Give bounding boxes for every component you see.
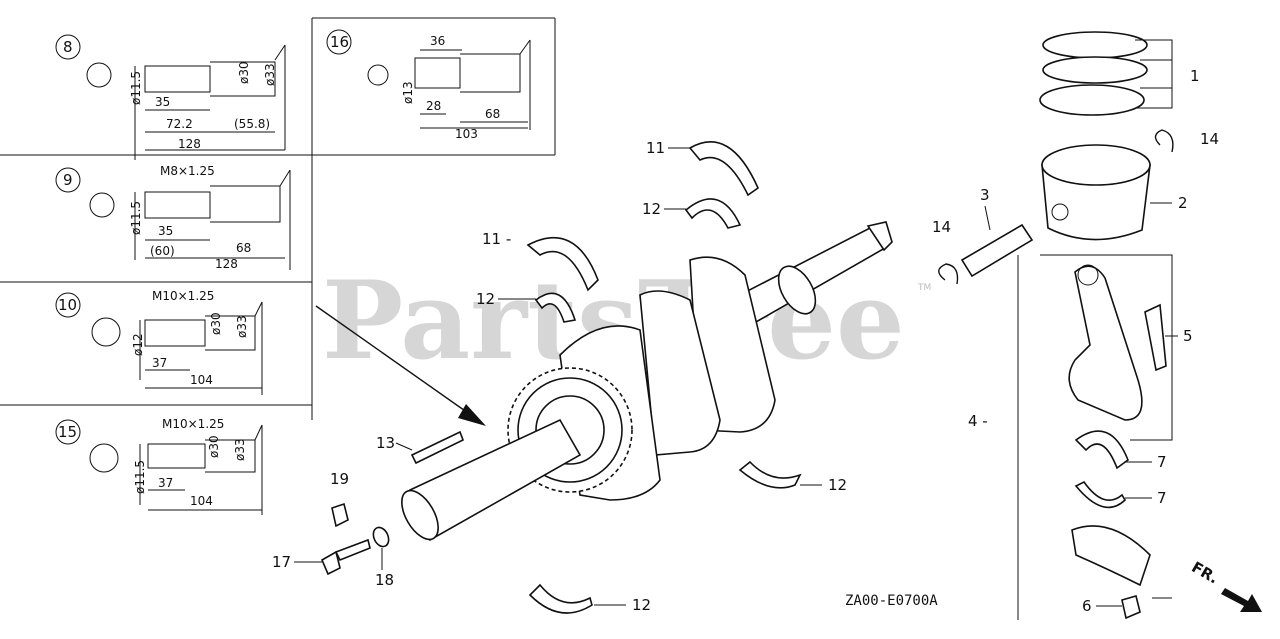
svg-text:104: 104	[190, 373, 213, 387]
svg-text:M10×1.25: M10×1.25	[152, 289, 214, 303]
front-label: FR.	[1189, 558, 1222, 587]
nut	[331, 502, 349, 528]
callout-14b: 14	[932, 218, 951, 236]
callout-12c: 12	[828, 476, 847, 494]
variant-16: 16 36 ø13 28 68 103	[326, 29, 531, 141]
svg-text:72.2: 72.2	[166, 117, 193, 131]
main-bearings	[526, 141, 802, 614]
variant-8-badge	[55, 34, 81, 60]
variant-16-number: 16	[330, 33, 349, 51]
svg-text:104: 104	[190, 494, 213, 508]
variant-9: 9 M8×1.25 ø11.5 35 (60) 128 68	[55, 164, 291, 271]
diagram-code: ZA00-E0700A	[845, 593, 938, 609]
washer	[372, 526, 390, 548]
svg-text:(60): (60)	[150, 244, 175, 258]
svg-text:128: 128	[178, 137, 201, 151]
piston-rings	[1039, 31, 1148, 116]
svg-text:ø33: ø33	[263, 63, 277, 86]
connecting-rod	[1068, 264, 1151, 587]
svg-text:128: 128	[215, 257, 238, 271]
svg-text:ø33: ø33	[235, 315, 249, 338]
variant-8: 8 ø11.5 35 72.2 128 (55.8) ø30 ø33	[55, 34, 286, 160]
svg-text:ø11.5: ø11.5	[129, 71, 143, 105]
variant-8-number: 8	[63, 38, 73, 56]
svg-text:ø13: ø13	[401, 81, 415, 104]
rod-nut	[1121, 595, 1141, 620]
callout-12b: 12	[476, 290, 495, 308]
variant-15-number: 15	[58, 423, 77, 441]
variant-9-badge	[55, 167, 81, 193]
svg-text:ø30: ø30	[207, 435, 221, 458]
watermark-tm: TM	[917, 283, 931, 293]
pin-clip-left	[938, 263, 959, 285]
callout-7b: 7	[1157, 489, 1167, 507]
svg-text:68: 68	[236, 241, 251, 255]
svg-text:ø11.5: ø11.5	[133, 460, 147, 494]
variant-10-badge	[55, 292, 81, 318]
svg-text:ø33: ø33	[233, 438, 247, 461]
callout-11a: 11	[646, 139, 665, 157]
callouts: 1 2 3 4 - 5 6 7 7 11 11 - 12 12 12 12 13…	[272, 67, 1219, 615]
variant-9-number: 9	[63, 171, 73, 189]
callout-19: 19	[330, 470, 349, 488]
svg-text:ø12: ø12	[131, 333, 145, 356]
variant-frame	[0, 17, 556, 420]
piston	[1041, 144, 1151, 241]
svg-text:36: 36	[430, 34, 445, 48]
callout-6: 6	[1082, 597, 1092, 615]
svg-text:M8×1.25: M8×1.25	[160, 164, 215, 178]
svg-text:ø11.5: ø11.5	[129, 201, 143, 235]
callout-14a: 14	[1200, 130, 1219, 148]
svg-text:103: 103	[455, 127, 478, 141]
variant-pointer-arrow	[315, 305, 486, 426]
variant-10: 10 M10×1.25 ø12 37 104 ø30 ø33	[55, 289, 263, 395]
callout-4: 4 -	[968, 412, 988, 430]
variant-16-badge	[326, 29, 352, 55]
svg-text:37: 37	[158, 476, 173, 490]
callout-12d: 12	[632, 596, 651, 614]
callout-11b: 11 -	[482, 230, 511, 248]
svg-text:37: 37	[152, 356, 167, 370]
svg-text:68: 68	[485, 107, 500, 121]
front-direction-indicator: FR.	[1189, 558, 1262, 612]
variant-10-number: 10	[58, 296, 77, 314]
flywheel-bolt	[320, 538, 371, 576]
assembly-brackets	[1017, 39, 1173, 620]
front-arrow-icon	[1221, 588, 1262, 612]
svg-text:35: 35	[155, 95, 170, 109]
svg-text:(55.8): (55.8)	[234, 117, 270, 131]
callout-2: 2	[1178, 194, 1188, 212]
variant-15: 15 M10×1.25 ø11.5 37 104 ø30 ø33	[55, 417, 263, 515]
crankshaft	[401, 221, 893, 542]
callout-17: 17	[272, 553, 291, 571]
callout-1: 1	[1190, 67, 1200, 85]
callout-18: 18	[375, 571, 394, 589]
callout-5: 5	[1183, 327, 1193, 345]
svg-text:28: 28	[426, 99, 441, 113]
woodruff-key	[410, 430, 465, 465]
wrist-pin	[960, 223, 1034, 278]
callout-13: 13	[376, 434, 395, 452]
callout-3: 3	[980, 186, 990, 204]
svg-text:ø30: ø30	[209, 312, 223, 335]
rod-bolt	[1144, 303, 1167, 372]
pin-clip-right	[1154, 129, 1174, 153]
variant-15-badge	[55, 419, 81, 445]
svg-text:M10×1.25: M10×1.25	[162, 417, 224, 431]
svg-text:35: 35	[158, 224, 173, 238]
callout-12a: 12	[642, 200, 661, 218]
svg-text:ø30: ø30	[237, 61, 251, 84]
callout-7a: 7	[1157, 453, 1167, 471]
